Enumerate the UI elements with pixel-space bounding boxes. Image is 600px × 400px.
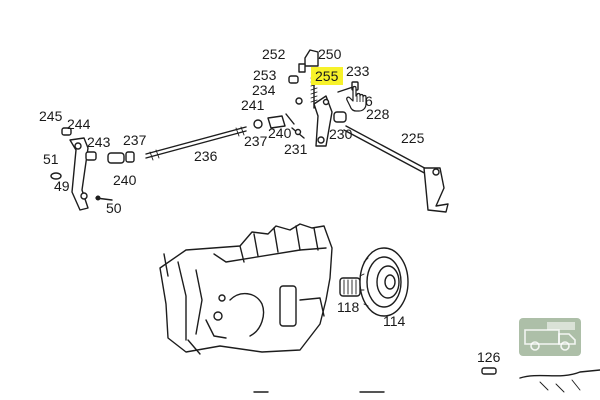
part-label-233[interactable]: 233 [346,63,370,79]
van-logo-icon [519,318,581,356]
part-label-252[interactable]: 252 [262,46,286,62]
part-label-236[interactable]: 236 [194,148,218,164]
part-label-237-left[interactable]: 237 [123,132,147,148]
part-label-49[interactable]: 49 [54,178,70,194]
part-label-241[interactable]: 241 [241,97,265,113]
part-label-244[interactable]: 244 [67,116,91,132]
lever-230-drawing [313,95,333,147]
part-label-225[interactable]: 225 [401,130,425,146]
bearing-118-drawing [339,277,361,297]
part-244-drawing [61,127,72,136]
part-253-drawing [288,75,299,84]
rod-225-drawing [343,125,449,213]
part-label-126[interactable]: 126 [477,349,501,365]
bracket-250-drawing [304,49,319,67]
hand-pointer-icon [346,85,367,112]
part-label-118[interactable]: 118 [337,299,360,315]
part-label-6[interactable]: 6 [365,93,373,109]
part-234-drawing [295,97,303,105]
part-label-228[interactable]: 228 [366,106,390,122]
bushing-228-drawing [333,111,347,123]
sleeve-240-drawing [107,152,125,164]
part-label-114[interactable]: 114 [383,313,406,329]
part-51-drawing [50,172,62,180]
part-243-drawing [85,151,97,161]
part-label-231[interactable]: 231 [284,141,308,157]
part-label-245[interactable]: 245 [39,108,63,124]
van-logo-graphic [524,322,576,351]
part-label-243[interactable]: 243 [87,134,111,150]
part-label-253[interactable]: 253 [253,67,277,83]
part-label-255[interactable]: 255 [315,68,339,84]
part-label-237-right[interactable]: 237 [244,133,268,149]
part-label-50[interactable]: 50 [106,200,122,216]
part-126-drawing [481,367,497,375]
highlight-box [311,67,343,85]
lever-245-drawing [69,137,89,211]
gear-114-drawing [359,247,409,317]
rod-236-drawing [145,126,247,161]
bolt-241-drawing [285,113,295,125]
part-label-240-lower[interactable]: 240 [113,172,137,188]
part-label-51[interactable]: 51 [43,151,59,167]
part-label-234[interactable]: 234 [252,82,276,98]
injection-pump-housing-drawing [159,223,333,355]
washer-237-drawing [253,119,263,129]
nut-252-drawing [298,63,306,73]
bottom-right-hatching [539,379,581,393]
bottom-right-fragment-drawing [519,369,600,379]
sleeve-drawing [267,115,286,129]
part-label-240-upper[interactable]: 240 [268,125,292,141]
part-label-230[interactable]: 230 [329,126,353,142]
part-label-250[interactable]: 250 [318,46,342,62]
